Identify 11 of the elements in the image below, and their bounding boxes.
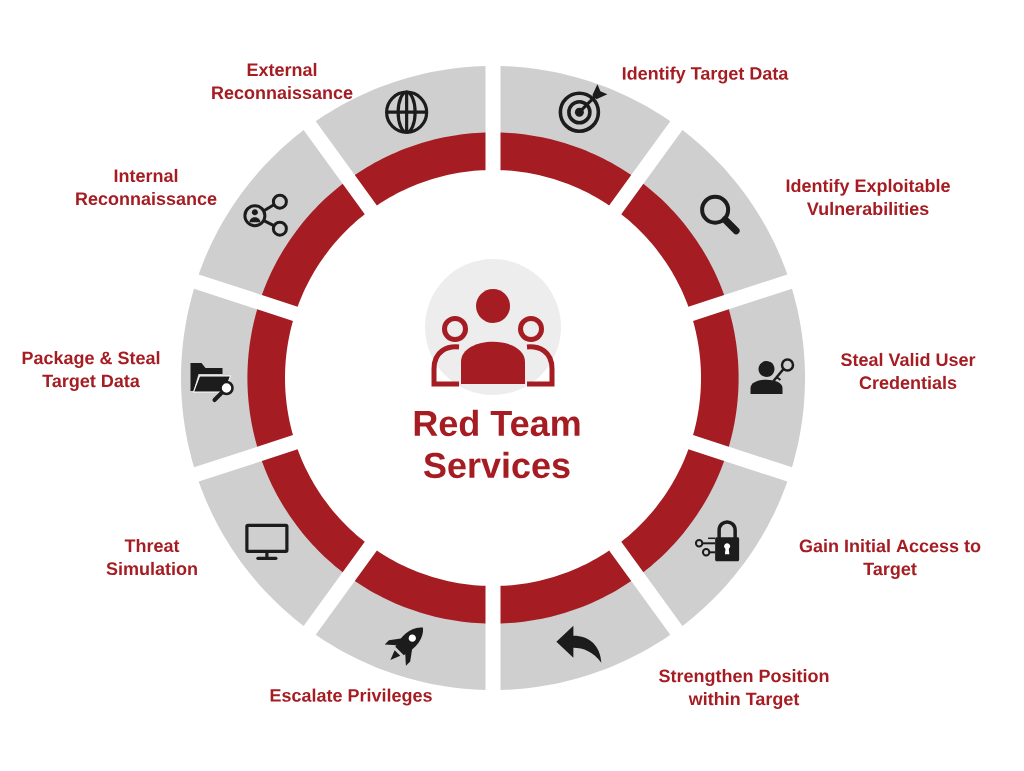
step-label: Steal Valid User Credentials <box>841 352 976 390</box>
step-label: Identify Exploitable Vulnerabilities <box>786 178 950 216</box>
center-title: Red Team Services <box>414 409 580 479</box>
step-label: Package & Steal Target Data <box>22 351 160 391</box>
step-label: Threat Simulation <box>106 538 197 576</box>
step-label: Identify Target Data <box>622 66 789 84</box>
step-label: External Reconnaissance <box>212 62 353 100</box>
step-label: Gain Initial Access to Target <box>799 539 981 579</box>
step-label: Escalate Privileges <box>270 688 432 706</box>
step-label: Internal Reconnaissance <box>76 168 217 206</box>
step-label: Strengthen Position within Target <box>659 669 829 709</box>
